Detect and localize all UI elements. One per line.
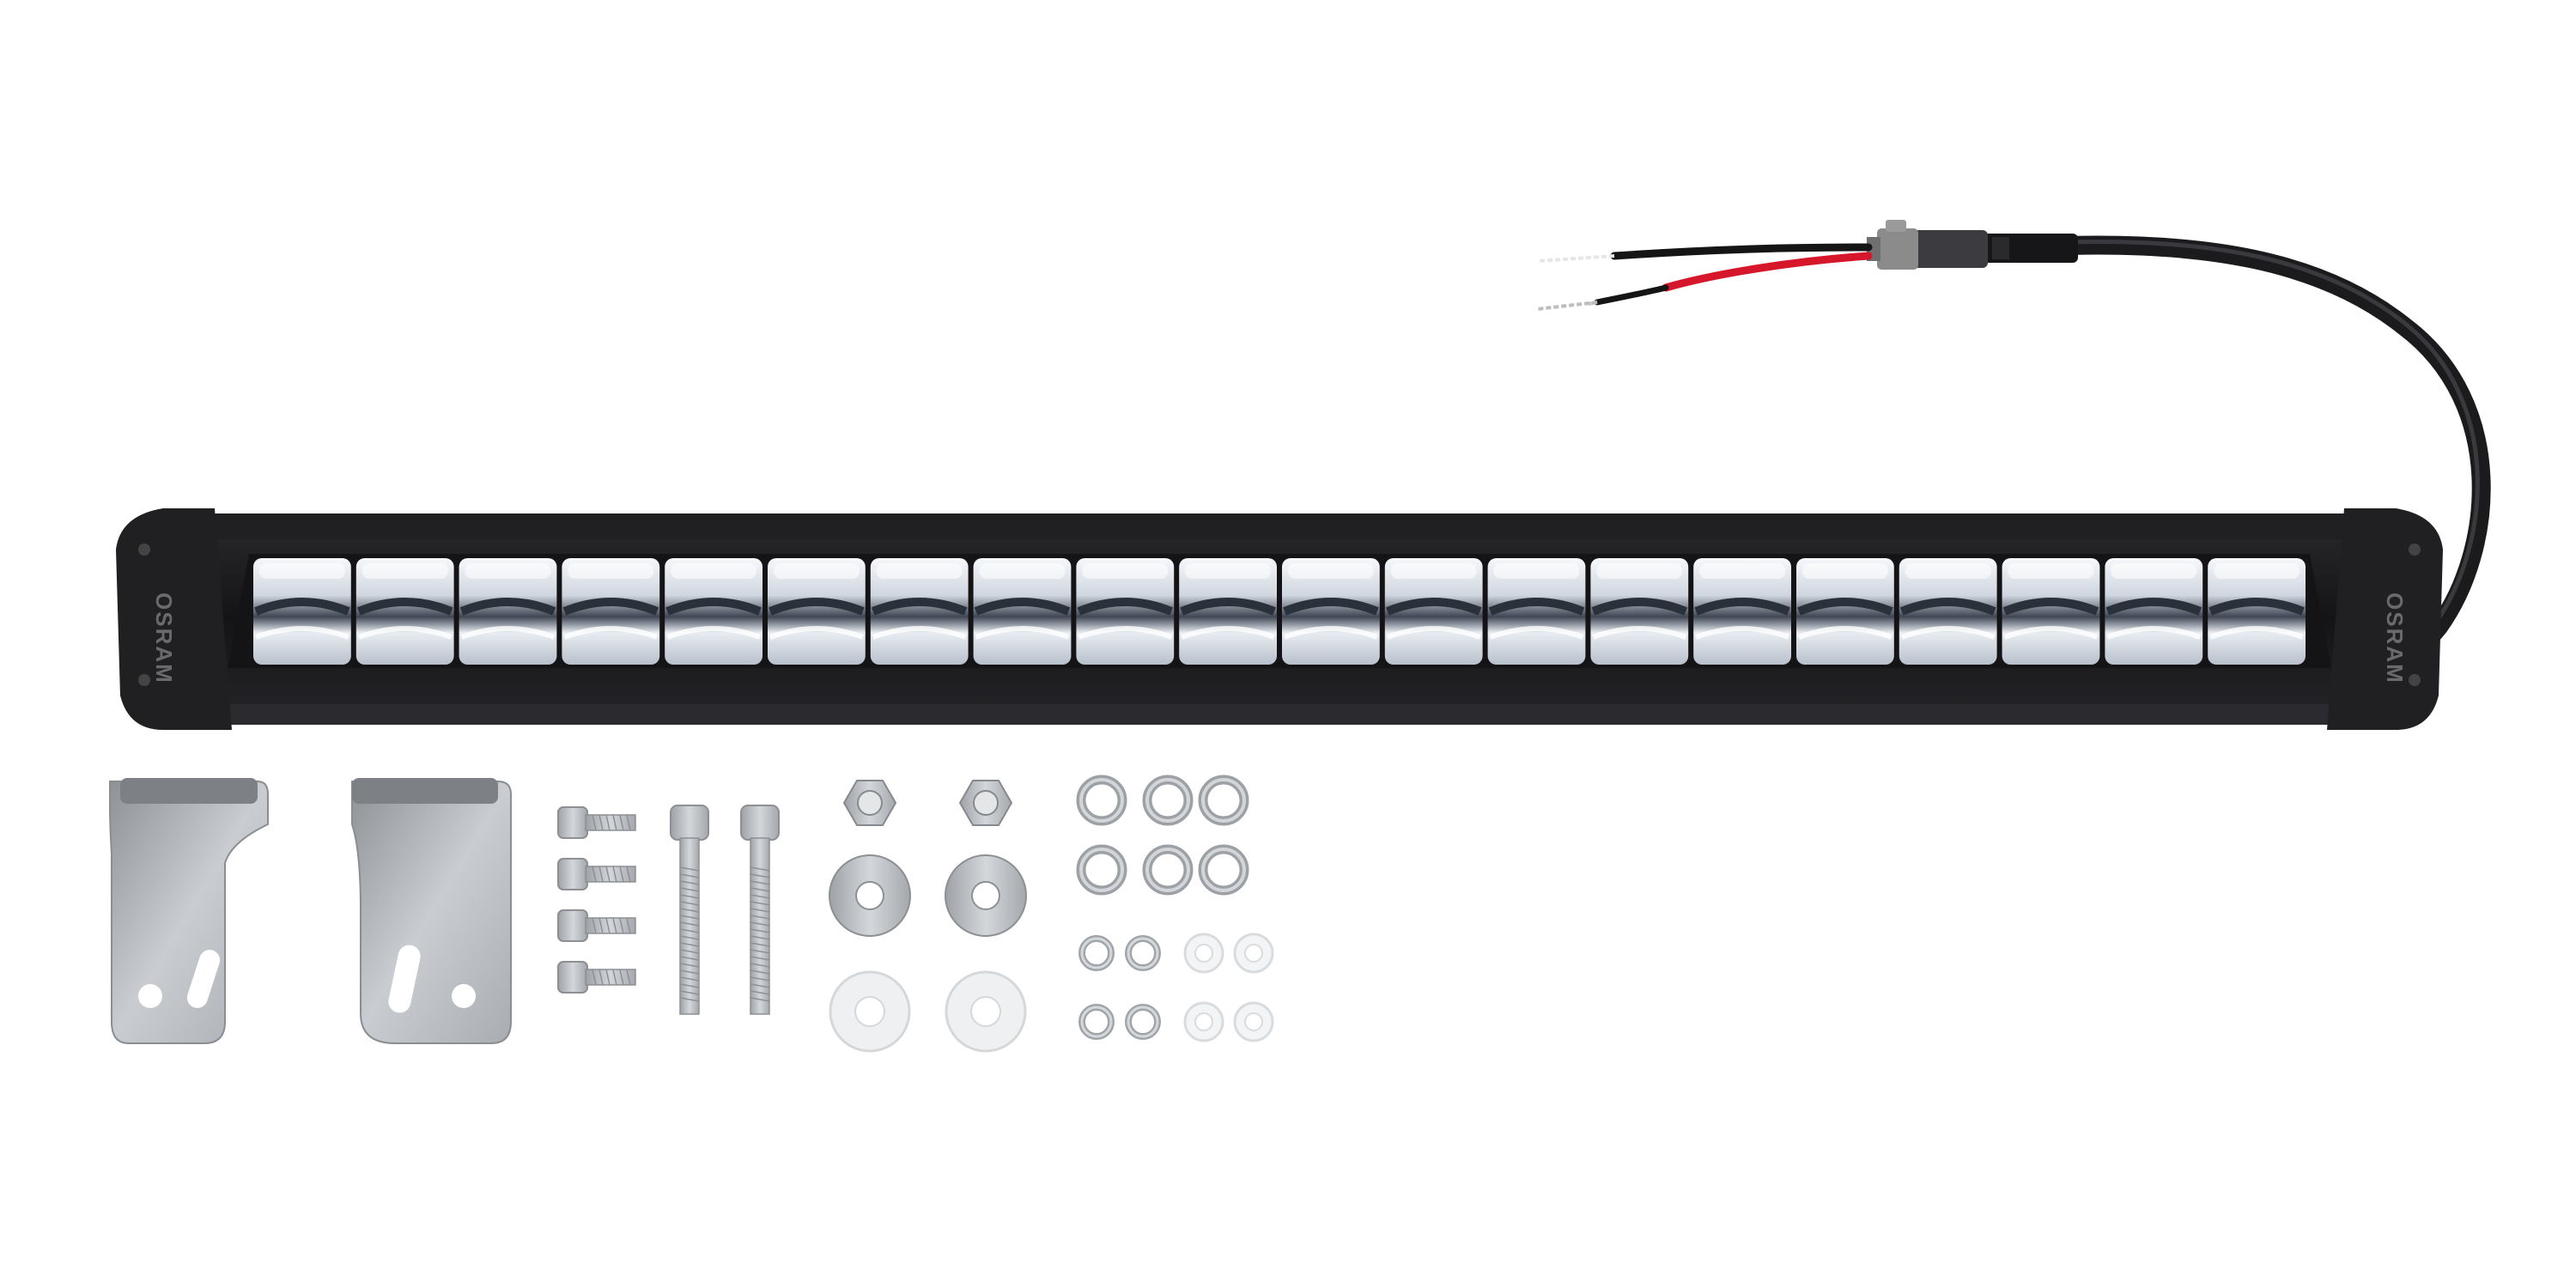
mounting-bracket-right — [351, 778, 512, 1044]
long-bolt — [670, 805, 709, 1015]
led-lens — [355, 558, 454, 665]
led-lens — [2208, 558, 2306, 665]
small-plastic-washer — [1233, 933, 1274, 974]
mounting-bracket-left — [109, 778, 269, 1044]
flat-washer-metal — [945, 854, 1027, 937]
split-lock-washer — [1076, 844, 1127, 896]
long-bolt-set — [670, 805, 780, 1015]
small-plastic-washer — [1233, 1001, 1274, 1042]
led-lens — [2105, 558, 2203, 665]
small-split-washer — [1078, 1004, 1115, 1040]
led-lens — [1487, 558, 1586, 665]
hex-nut — [842, 780, 897, 826]
end-cap-screw-icon — [2409, 544, 2421, 556]
hex-nut — [958, 780, 1013, 826]
end-cap-screw-icon — [138, 544, 150, 556]
light-bar: OSRAM OSRAM — [116, 508, 2443, 730]
split-washer-set — [1076, 775, 1249, 896]
cable-strain-relief — [1984, 234, 2078, 263]
nut-washer-set — [829, 780, 1027, 1053]
short-screw — [557, 961, 636, 994]
led-lens — [870, 558, 969, 665]
bracket-slot — [388, 945, 421, 1013]
led-lens — [1179, 558, 1277, 665]
short-screw — [557, 909, 636, 942]
led-lens — [2002, 558, 2100, 665]
short-screw — [557, 858, 636, 890]
deutsch-connector — [1867, 220, 1988, 270]
split-lock-washer — [1198, 775, 1249, 826]
led-lens — [1899, 558, 1997, 665]
led-lens-array — [253, 558, 2306, 665]
flat-washer-metal — [829, 854, 911, 937]
flat-washer-plastic — [945, 970, 1027, 1053]
short-screw — [557, 806, 636, 839]
led-lens — [768, 558, 866, 665]
split-lock-washer — [1142, 775, 1194, 826]
bracket-hole — [452, 984, 476, 1008]
led-lens — [973, 558, 1072, 665]
led-lens — [1384, 558, 1483, 665]
split-lock-washer — [1198, 844, 1249, 896]
led-lens — [562, 558, 660, 665]
small-plastic-washer — [1183, 1001, 1224, 1042]
small-washer-set — [1078, 933, 1274, 1042]
led-lens — [253, 558, 351, 665]
brand-logo-right: OSRAM — [2382, 592, 2408, 684]
split-lock-washer — [1142, 844, 1194, 896]
flat-washer-plastic — [829, 970, 911, 1053]
led-lens — [1076, 558, 1175, 665]
bracket-slot — [186, 950, 221, 1008]
small-split-washer — [1125, 935, 1161, 971]
split-lock-washer — [1076, 775, 1127, 826]
led-lens — [459, 558, 557, 665]
led-lens — [665, 558, 762, 665]
long-bolt — [740, 805, 780, 1015]
wire-red — [1536, 252, 1873, 311]
led-lens — [1693, 558, 1791, 665]
small-split-washer — [1078, 935, 1115, 971]
wire-black — [1536, 243, 1873, 263]
small-split-washer — [1125, 1004, 1161, 1040]
brand-logo-left: OSRAM — [151, 592, 177, 684]
end-cap-screw-icon — [138, 674, 150, 686]
short-screw-set — [557, 806, 636, 994]
small-plastic-washer — [1183, 933, 1224, 974]
led-lens — [1590, 558, 1689, 665]
led-lens — [1796, 558, 1894, 665]
led-lens — [1282, 558, 1380, 665]
bracket-hole — [138, 984, 162, 1008]
end-cap-screw-icon — [2409, 674, 2421, 686]
